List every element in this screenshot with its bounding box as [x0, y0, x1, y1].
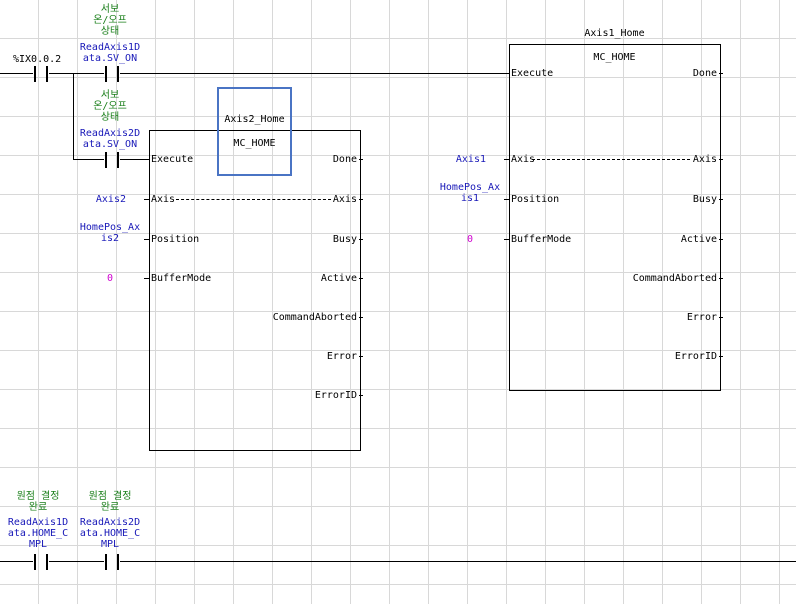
fb-axis2-input-position: Position: [151, 234, 200, 245]
fb-axis2-input-buffermode: BufferMode: [151, 273, 212, 284]
contact-axis2-sv-on-variable: ReadAxis2D ata.SV_ON: [79, 128, 141, 150]
fb-axis1-pin-in-buffermode: [504, 239, 509, 240]
rung1-wire-main: [120, 73, 509, 74]
fb-axis1-output-active: Active: [680, 234, 717, 245]
fb-axis2-arg-buffermode: 0: [106, 273, 114, 284]
contact-axis1-sv-on-variable: ReadAxis1D ata.SV_ON: [79, 42, 141, 64]
fb-axis2-pin-out-axis: [359, 199, 363, 200]
fb-axis2-pin-out-active: [359, 278, 363, 279]
fb-axis2-pin-out-busy: [359, 239, 363, 240]
fb-axis1-input-position: Position: [511, 194, 560, 205]
contact-axis1-home-cmpl-variable: ReadAxis1D ata.HOME_C MPL: [7, 517, 69, 550]
fb-axis2-pin-in-axis: [144, 199, 149, 200]
rung1-branch-wire-a: [73, 159, 104, 160]
fb-axis1-pin-out-busy: [719, 199, 723, 200]
contact-axis1-sv-on[interactable]: [104, 66, 120, 82]
fb-axis1-output-error: Error: [686, 312, 717, 323]
contact-axis2-home-cmpl-comment: 원점 결정 완료: [88, 491, 132, 513]
fb-axis1-input-execute: Execute: [511, 68, 554, 79]
fb-axis2-output-errorid: ErrorID: [314, 390, 357, 401]
fb-axis1-home[interactable]: [509, 44, 721, 391]
fb-axis1-pin-out-errorid: [719, 356, 723, 357]
fb-axis1-pin-out-done: [719, 73, 723, 74]
contact-axis1-home-cmpl-comment: 원점 결정 완료: [16, 491, 60, 513]
fb-axis1-input-axis: Axis: [511, 154, 536, 165]
fb-axis2-type-name: MC_HOME: [233, 138, 276, 149]
fb-axis1-axis-passthrough: [532, 159, 690, 160]
rung1-branch-vertical: [73, 73, 74, 160]
fb-axis2-output-active: Active: [320, 273, 357, 284]
fb-axis2-instance-name: Axis2_Home: [224, 114, 285, 125]
fb-axis2-output-done: Done: [332, 154, 357, 165]
fb-axis1-pin-out-commandaborted: [719, 278, 723, 279]
fb-axis2-home[interactable]: [149, 130, 361, 451]
contact-ix0-0-2[interactable]: [33, 66, 49, 82]
rung2-wire-right: [120, 561, 796, 562]
fb-axis1-output-busy: Busy: [692, 194, 717, 205]
fb-axis1-arg-position: HomePos_Ax is1: [439, 182, 501, 204]
contact-axis2-home-cmpl-variable: ReadAxis2D ata.HOME_C MPL: [79, 517, 141, 550]
fb-axis2-output-error: Error: [326, 351, 357, 362]
contact-axis2-home-cmpl[interactable]: [104, 554, 120, 570]
rung2-wire-mid: [49, 561, 104, 562]
fb-axis2-pin-out-error: [359, 356, 363, 357]
fb-axis2-axis-passthrough: [176, 199, 331, 200]
rung1-wire-mid: [49, 73, 104, 74]
fb-axis2-pin-in-buffermode: [144, 278, 149, 279]
contact-axis1-sv-on-comment: 서보 온/오프 상태: [93, 4, 127, 37]
fb-axis2-pin-out-errorid: [359, 395, 363, 396]
fb-axis1-pin-out-error: [719, 317, 723, 318]
fb-axis1-pin-in-position: [504, 199, 509, 200]
fb-axis2-arg-position: HomePos_Ax is2: [79, 222, 141, 244]
fb-axis2-pin-in-position: [144, 239, 149, 240]
fb-axis2-output-busy: Busy: [332, 234, 357, 245]
fb-axis2-pin-out-commandaborted: [359, 317, 363, 318]
fb-axis2-input-axis: Axis: [151, 194, 176, 205]
fb-axis1-type-name: MC_HOME: [593, 52, 636, 63]
rung1-wire-left: [0, 73, 33, 74]
fb-axis2-home-selection: [217, 87, 292, 176]
fb-axis1-arg-axis: Axis1: [455, 154, 486, 165]
contact-ix0-0-2-label: %IX0.0.2: [13, 54, 62, 65]
fb-axis1-pin-out-axis: [719, 159, 723, 160]
fb-axis1-output-done: Done: [692, 68, 717, 79]
fb-axis2-pin-out-done: [359, 159, 363, 160]
rung1-branch-wire-b: [120, 159, 149, 160]
fb-axis2-arg-axis: Axis2: [95, 194, 126, 205]
contact-axis2-sv-on-comment: 서보 온/오프 상태: [93, 90, 127, 123]
fb-axis2-output-commandaborted: CommandAborted: [272, 312, 357, 323]
rung2-wire-left: [0, 561, 33, 562]
fb-axis2-output-axis: Axis: [332, 194, 357, 205]
fb-axis1-pin-in-axis: [504, 159, 509, 160]
fb-axis2-input-execute: Execute: [151, 154, 194, 165]
fb-axis1-output-commandaborted: CommandAborted: [632, 273, 717, 284]
fb-axis1-pin-out-active: [719, 239, 723, 240]
fb-axis1-arg-buffermode: 0: [466, 234, 474, 245]
fb-axis1-instance-name: Axis1_Home: [584, 28, 645, 39]
fb-axis1-input-buffermode: BufferMode: [511, 234, 572, 245]
contact-axis2-sv-on[interactable]: [104, 152, 120, 168]
fb-axis1-output-axis: Axis: [692, 154, 717, 165]
fb-axis1-output-errorid: ErrorID: [674, 351, 717, 362]
contact-axis1-home-cmpl[interactable]: [33, 554, 49, 570]
